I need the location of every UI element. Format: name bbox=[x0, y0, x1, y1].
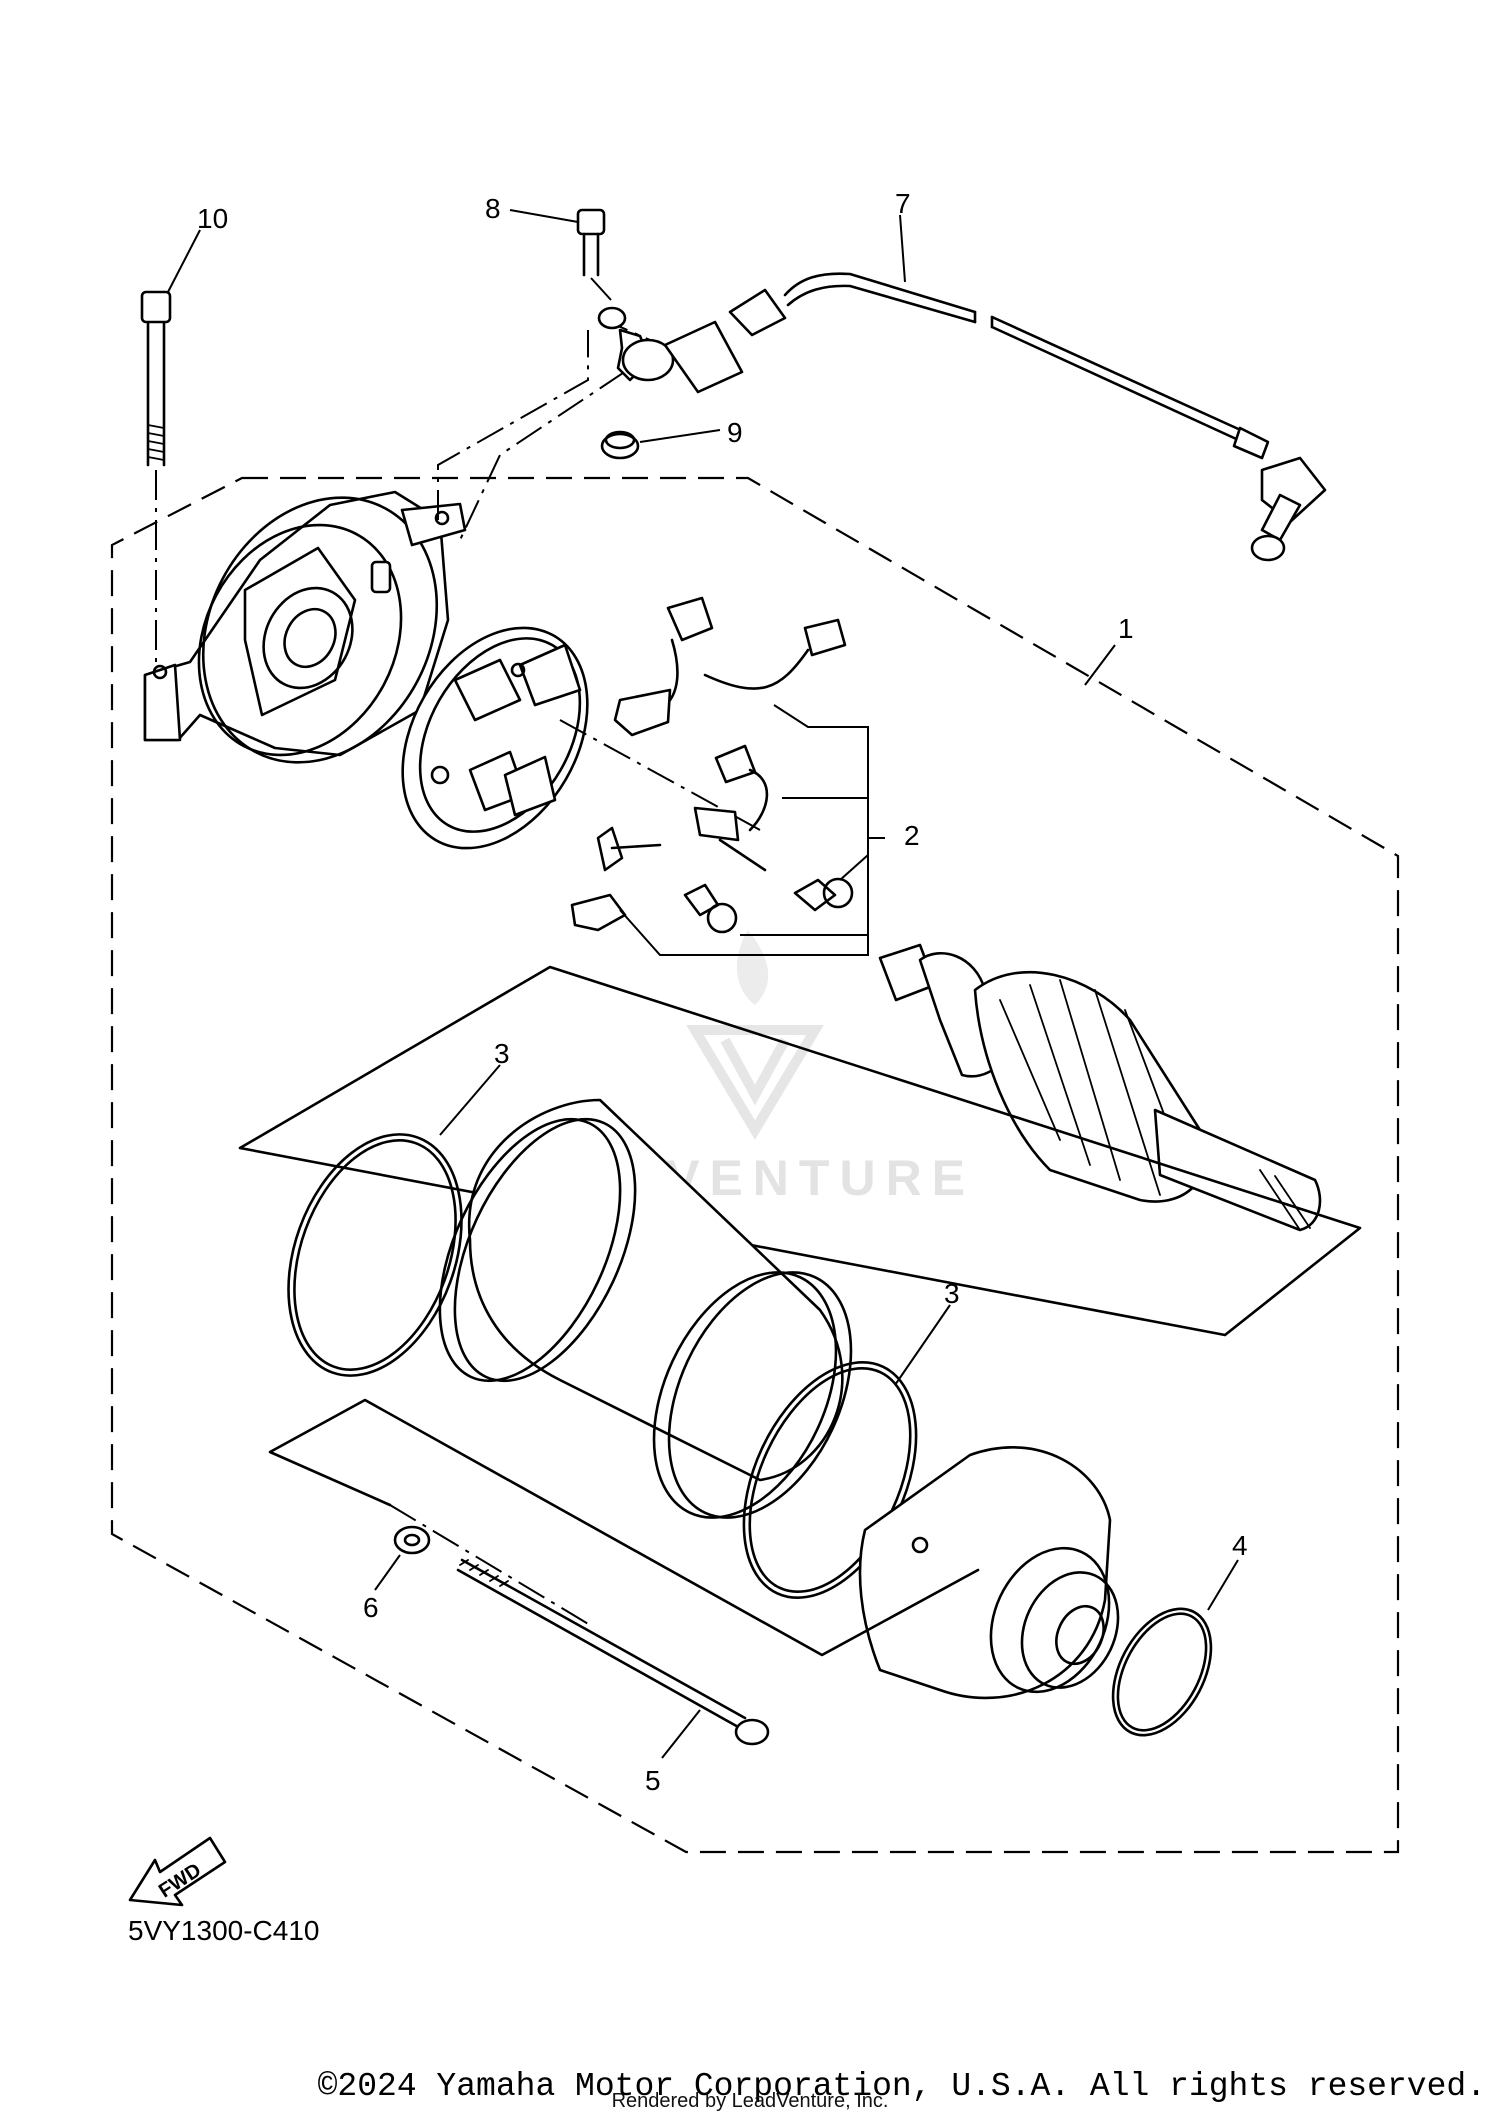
callout-5: 5 bbox=[645, 1765, 661, 1796]
brush-set-part-2 bbox=[570, 596, 854, 934]
callout-3-right: 3 bbox=[944, 1278, 960, 1309]
diagram-code: 5VY1300-C410 bbox=[128, 1915, 319, 1946]
callout-4: 4 bbox=[1232, 1530, 1248, 1561]
through-bolt-part-5 bbox=[456, 1558, 770, 1746]
callout-9: 9 bbox=[727, 417, 743, 448]
lower-guide-lines bbox=[268, 1398, 980, 1657]
nut-part-9 bbox=[600, 430, 640, 460]
bolt-part-8 bbox=[576, 208, 612, 301]
armature bbox=[878, 943, 1322, 1232]
rendered-by-notice: Rendered by LeadVenture, Inc. bbox=[611, 2090, 889, 2112]
fwd-arrow-icon: FWD bbox=[128, 1836, 227, 1907]
callout-10: 10 bbox=[197, 203, 228, 234]
lead-wire-guide bbox=[437, 317, 651, 541]
rear-cover bbox=[858, 1446, 1120, 1700]
washer-part-6 bbox=[393, 1525, 431, 1555]
callout-6: 6 bbox=[363, 1592, 379, 1623]
callout-8: 8 bbox=[485, 193, 501, 224]
callout-7: 7 bbox=[895, 188, 911, 219]
copyright-notice: ©2024 Yamaha Motor Corporation, U.S.A. A… bbox=[317, 2068, 1486, 2105]
starter-lead-wire-part-7 bbox=[597, 272, 1327, 562]
callout-1: 1 bbox=[1118, 613, 1134, 644]
callout-leaders bbox=[167, 209, 1239, 1759]
brush-holder-plate bbox=[401, 626, 761, 850]
long-bolt-part-10 bbox=[140, 290, 172, 672]
o-ring-part-4 bbox=[1111, 1607, 1213, 1737]
callout-2: 2 bbox=[904, 820, 920, 851]
o-ring-part-3-left bbox=[287, 1133, 463, 1377]
assembly-boundary bbox=[110, 476, 1400, 1854]
yoke bbox=[438, 1098, 853, 1519]
callout-3-left: 3 bbox=[494, 1038, 510, 1069]
front-cover bbox=[143, 490, 467, 764]
brush-set-leader bbox=[619, 704, 885, 956]
